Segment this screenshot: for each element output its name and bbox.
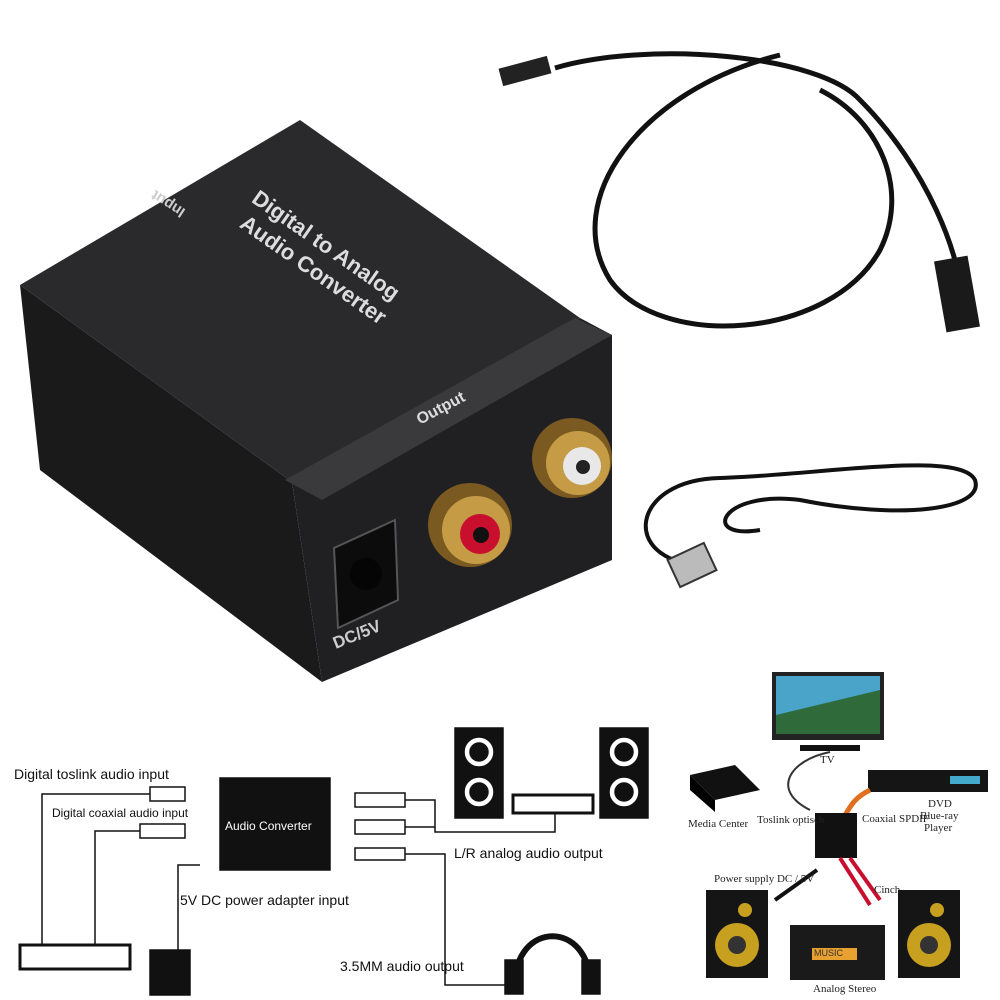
tv-label: TV <box>820 754 835 766</box>
wiring-diagram-left <box>18 727 649 996</box>
converter-box <box>20 120 612 682</box>
optical-cable <box>498 51 980 333</box>
cinch-label: Cinch <box>874 884 901 896</box>
dvd-label-2: Blue-ray <box>920 810 959 822</box>
dvd-label-3: Player <box>924 822 953 834</box>
converter-box-label: Audio Converter <box>225 819 312 833</box>
wiring-diagram-right <box>690 672 988 980</box>
coaxial-label: Coaxial SPDIF <box>862 813 929 825</box>
mm-output-label: 3.5MM audio output <box>340 958 464 974</box>
media-center-label: Media Center <box>688 818 749 830</box>
toslink-label: Toslink optisch <box>757 814 825 826</box>
usb-cable <box>643 463 978 589</box>
rca-jack-white <box>532 418 612 498</box>
stereo-display: MUSIC <box>814 948 843 958</box>
power-input-label: 5V DC power adapter input <box>180 892 349 908</box>
dc-jack <box>332 518 400 630</box>
analog-stereo-label: Analog Stereo <box>813 983 877 995</box>
coaxial-input-label: Digital coaxial audio input <box>52 806 189 820</box>
power-supply-label: Power supply DC / 5V <box>714 873 815 885</box>
lr-output-label: L/R analog audio output <box>454 845 603 861</box>
dvd-label-1: DVD <box>928 798 952 810</box>
rca-jack-red <box>428 483 512 567</box>
toslink-input-label: Digital toslink audio input <box>14 766 169 782</box>
